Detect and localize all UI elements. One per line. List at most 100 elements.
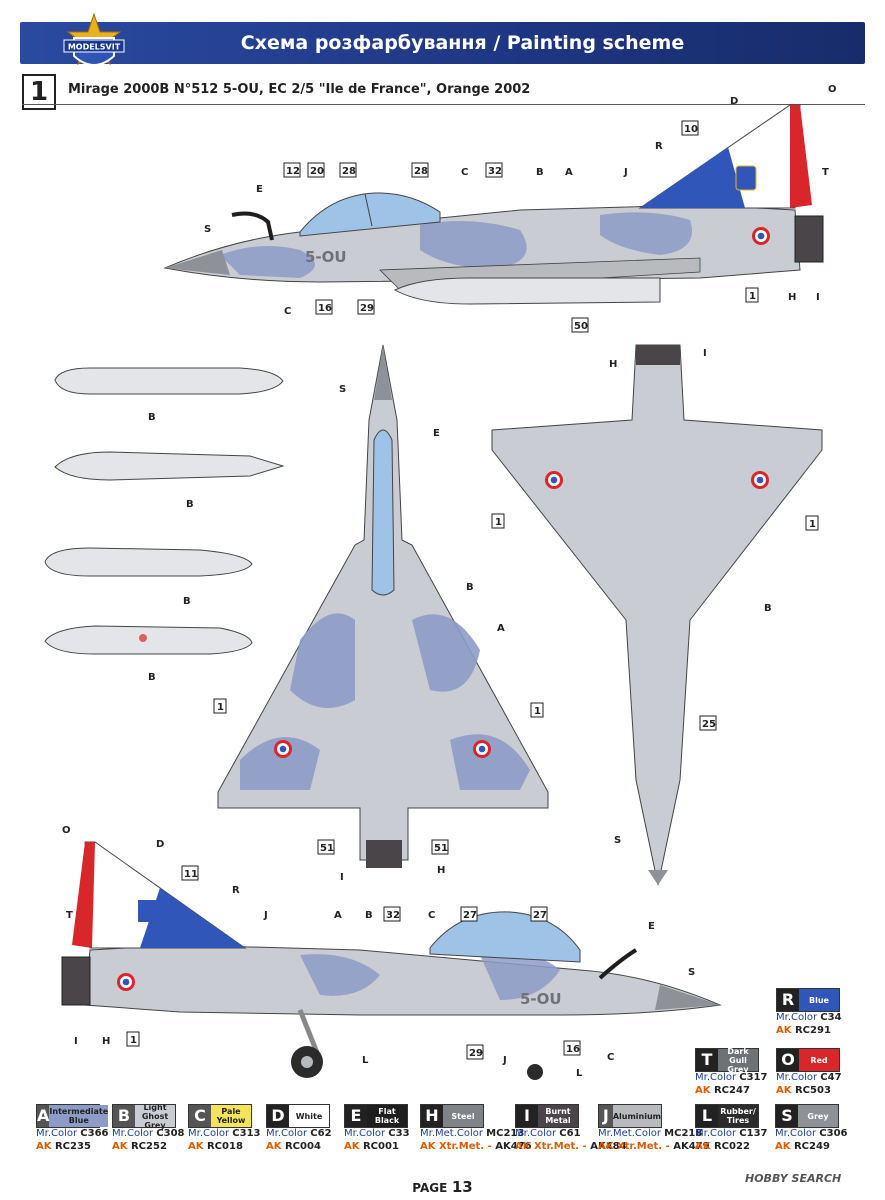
svg-text:27: 27 — [533, 910, 547, 921]
svg-text:B: B — [183, 596, 191, 607]
svg-text:R: R — [232, 885, 240, 896]
mr-color-code: Mr.Met.Color MC213 — [420, 1128, 525, 1139]
color-name: Burnt Metal — [538, 1105, 578, 1127]
color-name: Pale Yellow — [211, 1105, 251, 1127]
svg-text:A: A — [565, 167, 573, 178]
svg-text:T: T — [66, 910, 73, 921]
scheme-number: 1 — [29, 77, 49, 107]
frame-divider — [22, 104, 865, 105]
logo-text: MODELSVIT — [68, 43, 121, 52]
aircraft-code-right: 5-OU — [520, 990, 562, 1008]
color-name: Dark Gull Grey — [718, 1047, 758, 1074]
ak-color-code: AK RC247 — [695, 1085, 750, 1096]
svg-text:29: 29 — [360, 303, 374, 314]
stores-views — [44, 367, 285, 655]
svg-text:1: 1 — [534, 706, 541, 717]
svg-text:H: H — [609, 359, 617, 370]
svg-text:C: C — [607, 1052, 614, 1063]
mr-color-code: Mr.Color C62 — [266, 1128, 332, 1139]
svg-text:25: 25 — [702, 719, 716, 730]
mr-color-code: Mr.Color C34 — [776, 1012, 842, 1023]
svg-text:B: B — [148, 412, 156, 423]
svg-text:O: O — [828, 84, 837, 95]
svg-text:S: S — [339, 384, 346, 395]
page-label: PAGE — [412, 1181, 448, 1195]
mr-color-code: Mr.Color C306 — [775, 1128, 848, 1139]
page-title: Схема розфарбування / Painting scheme — [240, 32, 685, 54]
top-view — [217, 344, 549, 868]
svg-text:O: O — [62, 825, 71, 836]
svg-text:C: C — [284, 306, 291, 317]
svg-text:C: C — [461, 167, 468, 178]
callout-labels: 10 12 20 28 28 32 16 29 50 1 DO RJ TE SC… — [62, 84, 837, 1079]
svg-text:S: S — [688, 967, 695, 978]
color-name: Steel — [443, 1105, 483, 1127]
mr-color-code: Mr.Color C47 — [776, 1072, 842, 1083]
svg-text:12: 12 — [286, 166, 300, 177]
color-letter: I — [516, 1105, 538, 1127]
svg-text:20: 20 — [310, 166, 324, 177]
watermark: HOBBY SEARCH — [745, 1172, 842, 1185]
color-name: Light Ghost Grey — [135, 1103, 175, 1130]
color-letter: O — [777, 1049, 799, 1071]
bottom-view — [491, 344, 823, 886]
svg-text:B: B — [536, 167, 544, 178]
svg-text:11: 11 — [184, 869, 198, 880]
page-number: PAGE 13 — [0, 1178, 885, 1196]
color-letter: J — [599, 1105, 613, 1127]
svg-text:J: J — [623, 167, 628, 178]
svg-text:51: 51 — [434, 843, 448, 854]
svg-text:L: L — [362, 1055, 369, 1066]
svg-text:32: 32 — [386, 910, 400, 921]
mr-color-code: Mr.Color C61 — [515, 1128, 581, 1139]
svg-text:A: A — [334, 910, 342, 921]
svg-text:16: 16 — [318, 303, 332, 314]
svg-text:1: 1 — [217, 702, 224, 713]
header-bar: Схема розфарбування / Painting scheme — [20, 22, 865, 64]
ak-color-code: AK Xtr.Met. - AK476 — [420, 1141, 532, 1152]
ak-color-code: AK RC001 — [344, 1141, 399, 1152]
svg-text:L: L — [576, 1068, 583, 1079]
svg-text:B: B — [186, 499, 194, 510]
ak-color-code: AK RC291 — [776, 1025, 831, 1036]
svg-text:I: I — [816, 292, 820, 303]
svg-text:E: E — [648, 921, 655, 932]
scheme-caption: Mirage 2000B N°512 5-OU, EC 2/5 "Ile de … — [68, 82, 531, 97]
svg-text:32: 32 — [488, 166, 502, 177]
svg-text:28: 28 — [342, 166, 356, 177]
svg-text:T: T — [822, 167, 829, 178]
svg-text:28: 28 — [414, 166, 428, 177]
mr-color-code: Mr.Color C313 — [188, 1128, 261, 1139]
side-view-left: 5-OU — [163, 104, 824, 305]
mr-color-code: Mr.Color C317 — [695, 1072, 768, 1083]
svg-text:D: D — [730, 96, 738, 107]
ak-color-code: AK RC249 — [775, 1141, 830, 1152]
svg-text:1: 1 — [809, 519, 816, 530]
svg-text:I: I — [340, 872, 344, 883]
svg-text:10: 10 — [684, 124, 698, 135]
ak-color-code: AK RC503 — [776, 1085, 831, 1096]
svg-text:J: J — [502, 1055, 507, 1066]
svg-text:E: E — [256, 184, 263, 195]
svg-text:S: S — [614, 835, 621, 846]
side-view-right: 5-OU — [61, 841, 722, 1080]
svg-text:J: J — [263, 910, 268, 921]
color-letter: T — [696, 1049, 718, 1071]
color-letter: E — [345, 1105, 367, 1127]
svg-text:H: H — [437, 865, 445, 876]
